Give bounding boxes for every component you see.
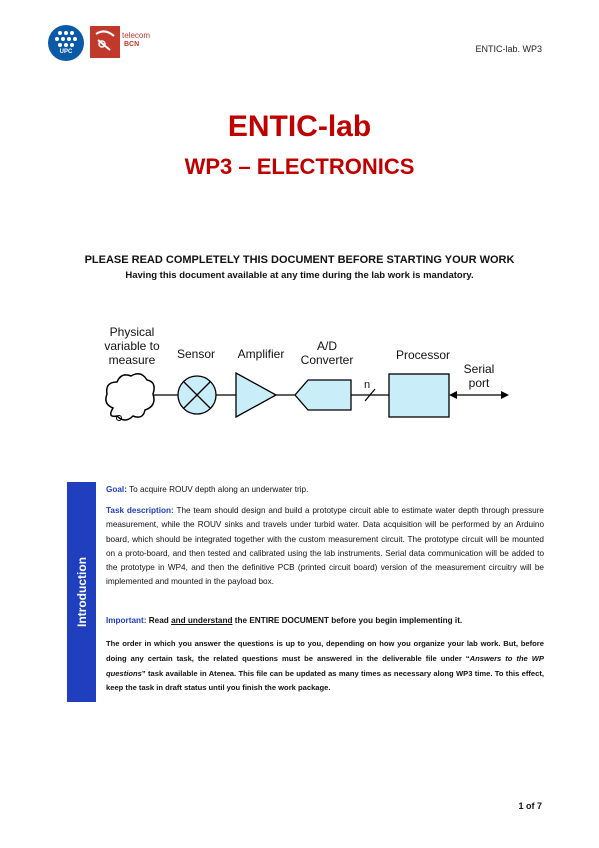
amplifier-icon [235,371,278,419]
page-number: 1 of 7 [518,801,542,811]
read-notice: PLEASE READ COMPLETELY THIS DOCUMENT BEF… [84,254,515,266]
upc-logo-text: UPC [59,49,73,55]
arrow-right-icon [501,391,509,399]
cloud-tail-icon [116,415,122,421]
adc-icon [294,379,352,411]
upc-logo [48,25,84,61]
page-subtitle: WP3 – ELECTRONICS [184,154,415,179]
label-adc: A/D Converter [300,339,354,367]
label-physical-variable: Physical variable to measure [104,325,160,367]
arrow-left-icon [449,391,457,399]
bus-width-slash [364,388,376,402]
goal-label: Goal: [106,485,127,494]
upc-logo-dots-icon [55,31,77,47]
processor-icon [388,373,450,418]
goal-paragraph: Goal: To acquire ROUV depth along an und… [106,483,544,497]
page-title: ENTIC-lab [227,110,372,143]
important-paragraph: Important: Read and understand the ENTIR… [106,616,463,625]
block-diagram [105,371,509,421]
mandatory-notice: Having this document available at any ti… [125,270,474,281]
label-sensor: Sensor [176,347,216,361]
label-bus-width: n [363,379,371,391]
label-serial-port: Serial port [463,362,495,390]
goal-text: To acquire ROUV depth along an underwate… [126,485,309,494]
task-text: The team should design and build a proto… [106,506,544,587]
order-paragraph: The order in which you answer the questi… [106,639,544,693]
telecom-logo-text: telecom [122,31,151,40]
task-description-paragraph: Task description: The team should design… [106,504,544,590]
important-label: Important: [106,616,147,625]
telecom-logo [90,26,120,58]
answers-task-name: Answers to the WP questions [106,653,544,678]
cloud-icon [105,373,155,421]
important-underlined: and understand [171,616,233,625]
telecom-logo-mark-icon [95,30,115,51]
document-reference: ENTIC-lab. WP3 [475,44,542,54]
label-amplifier: Amplifier [237,347,285,361]
introduction-sidebar-label: Introduction [74,557,89,627]
label-processor: Processor [395,348,451,362]
introduction-sidebar [67,482,96,702]
telecom-logo-subtext: BCN [124,41,140,48]
task-label: Task description: [106,506,174,515]
